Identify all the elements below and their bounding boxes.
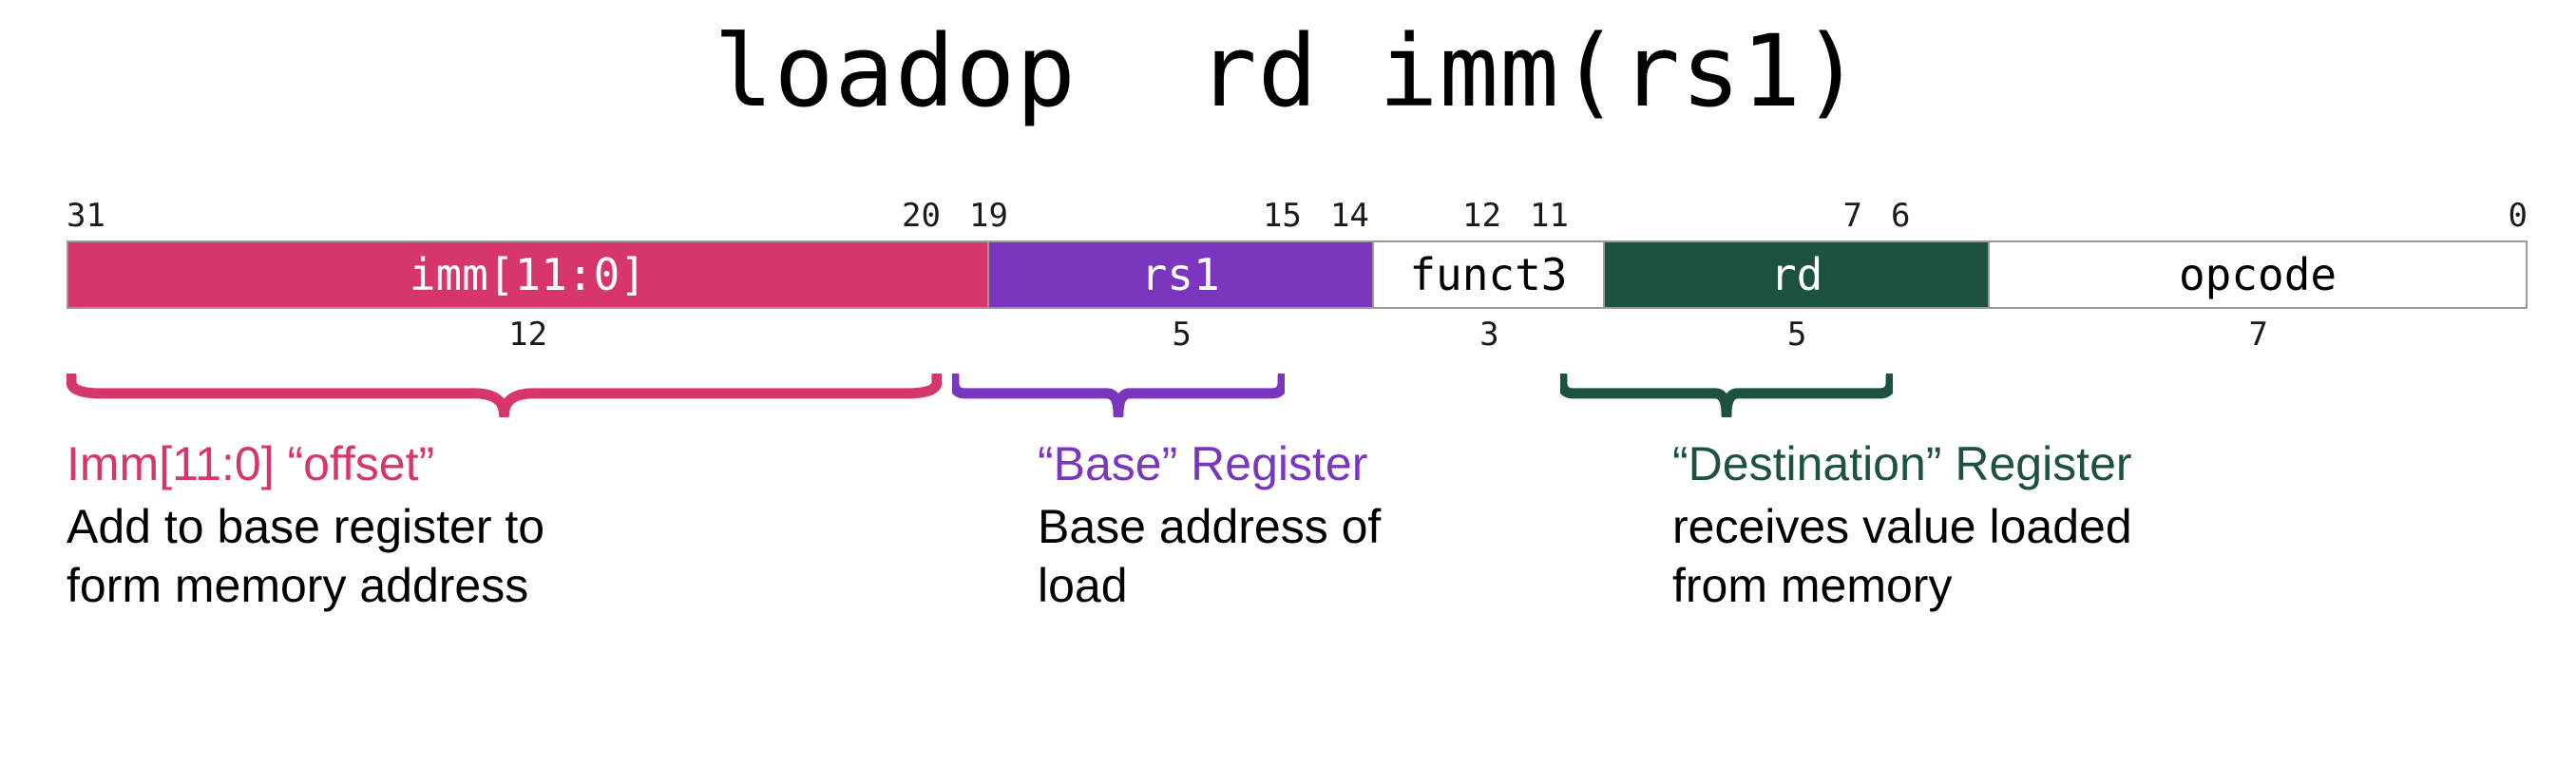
field-opcode: opcode xyxy=(1990,242,2526,307)
bit-index-7: 7 xyxy=(1842,197,1862,235)
field-imm-label: imm[11:0] xyxy=(409,249,646,300)
annotation-imm-title: Imm[11:0] “offset” xyxy=(67,437,435,490)
field-opcode-label: opcode xyxy=(2178,249,2337,300)
bit-index-6: 6 xyxy=(1890,197,1911,235)
annotation-rd-line-2: from memory xyxy=(1672,559,1953,612)
field-opcode-width: 7 xyxy=(2248,316,2268,354)
field-funct3: funct3 xyxy=(1373,242,1606,307)
brace-rd xyxy=(1560,374,1893,417)
field-rs1-width: 5 xyxy=(1172,316,1192,354)
annotation-imm: Imm[11:0] “offset” Add to base register t… xyxy=(67,434,544,615)
field-rs1-label: rs1 xyxy=(1140,249,1220,300)
bit-index-20: 20 xyxy=(902,197,941,235)
annotation-imm-line-2: form memory address xyxy=(67,559,529,612)
field-rd-label: rd xyxy=(1769,249,1823,300)
annotation-imm-body: Add to base register to form memory addre… xyxy=(67,497,544,615)
annotation-rd-line-1: receives value loaded xyxy=(1672,500,2132,553)
annotation-rd-title: “Destination” Register xyxy=(1672,437,2132,490)
annotation-rd-body: receives value loaded from memory xyxy=(1672,497,2132,615)
bit-index-14: 14 xyxy=(1329,197,1369,235)
bit-index-0: 0 xyxy=(2508,197,2528,235)
annotation-rd: “Destination” Register receives value loa… xyxy=(1672,434,2132,615)
bit-index-19: 19 xyxy=(969,197,1008,235)
annotation-rs1-line-2: load xyxy=(1038,559,1128,612)
brace-rs1 xyxy=(952,374,1285,417)
bit-index-11: 11 xyxy=(1530,197,1569,235)
field-rd: rd xyxy=(1605,242,1991,307)
brace-imm xyxy=(67,374,942,417)
bit-index-15: 15 xyxy=(1262,197,1302,235)
bit-index-12: 12 xyxy=(1462,197,1501,235)
annotation-rs1-body: Base address of load xyxy=(1038,497,1381,615)
field-funct3-label: funct3 xyxy=(1409,249,1568,300)
field-rs1: rs1 xyxy=(988,242,1374,307)
instruction-title: loadop rd imm(rs1) xyxy=(714,13,1862,129)
field-imm: imm[11:0] xyxy=(68,242,989,307)
annotation-rs1-line-1: Base address of xyxy=(1038,500,1382,553)
field-rd-width: 5 xyxy=(1786,316,1807,354)
annotation-rs1-title: “Base” Register xyxy=(1038,437,1368,490)
field-width-row: 12 5 3 5 7 xyxy=(67,313,2528,356)
instruction-field-bar: imm[11:0] rs1 funct3 rd opcode xyxy=(67,240,2528,309)
annotation-imm-line-1: Add to base register to xyxy=(67,500,545,553)
bit-index-31: 31 xyxy=(67,197,105,235)
field-funct3-width: 3 xyxy=(1479,316,1499,354)
field-imm-width: 12 xyxy=(508,316,548,354)
